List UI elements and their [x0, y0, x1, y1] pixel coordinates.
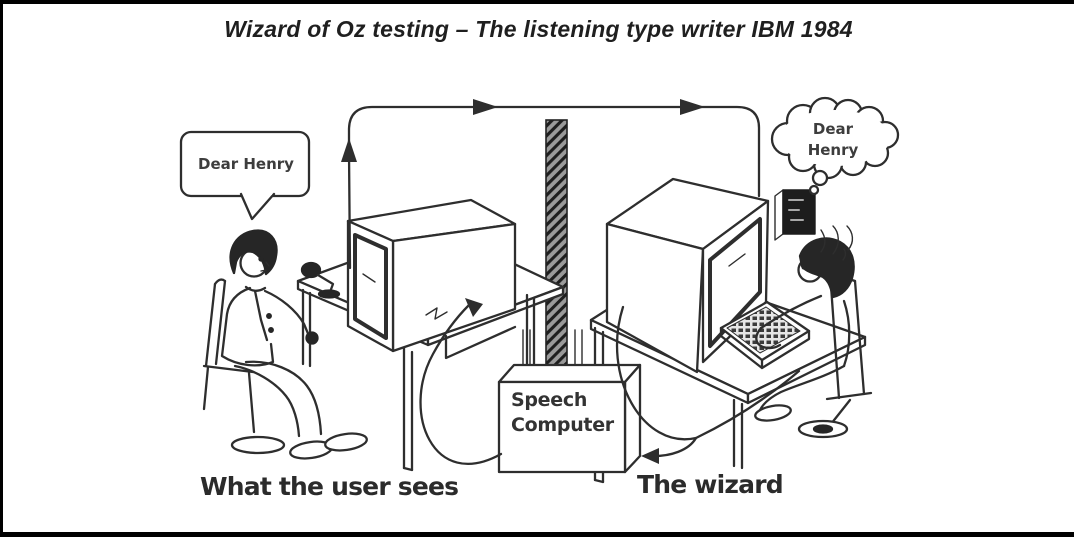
speech-computer-cables-vertical	[522, 329, 583, 367]
speech-computer-label-line1: Speech	[511, 389, 588, 411]
cable-to-user-monitor	[419, 298, 503, 465]
signal-arrow-path	[341, 99, 761, 270]
wizard-thought-text-line2: Henry	[807, 141, 859, 159]
chair-user	[202, 278, 286, 455]
page-title: Wizard of Oz testing – The listening typ…	[224, 16, 853, 42]
wizard-thought-text-line1: Dear	[812, 120, 854, 138]
caption-the-wizard: The wizard	[637, 470, 784, 499]
chair-wizard	[797, 278, 873, 439]
speaker-box	[774, 189, 816, 241]
wizard-figure	[754, 237, 855, 422]
speech-bubble	[179, 130, 311, 221]
speech-computer-label-line2: Computer	[511, 414, 614, 436]
user-speech-bubble-text: Dear Henry	[198, 155, 294, 173]
thought-bubble	[770, 96, 900, 196]
crt-monitor-right	[605, 177, 770, 374]
partition-wall-hatched	[545, 119, 568, 373]
sound-waves-icon	[820, 225, 854, 261]
user-figure	[220, 229, 368, 460]
microphone-icon	[300, 261, 341, 299]
cartoon-drawing	[179, 96, 900, 484]
crt-monitor-left	[346, 198, 517, 360]
speech-computer-label: Speech Computer	[511, 388, 631, 438]
cable-to-speech-computer	[615, 305, 801, 464]
speech-computer-box	[497, 363, 642, 474]
caption-what-the-user-sees: What the user sees	[200, 472, 459, 501]
keyboard	[719, 300, 811, 370]
